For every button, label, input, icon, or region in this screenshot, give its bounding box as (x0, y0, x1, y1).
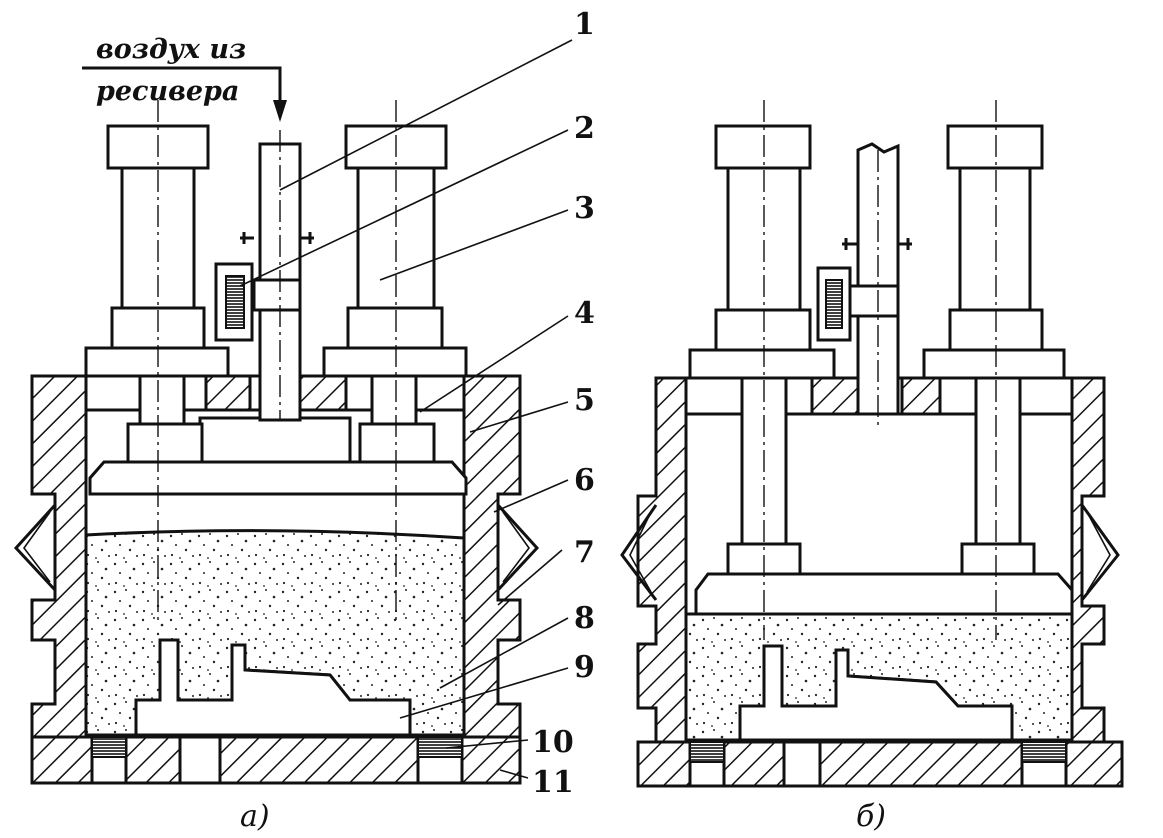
spring-a1 (91, 736, 127, 758)
valve-spring-a (225, 275, 245, 329)
callout-3: 3 (574, 191, 595, 226)
air-pipe-b (856, 142, 900, 416)
valve-seat-b (848, 284, 900, 318)
pattern-a (134, 638, 412, 737)
column-rod-a2 (370, 374, 418, 426)
squeeze-head-a (198, 416, 352, 464)
column-rod-a1 (138, 374, 186, 426)
column-cap-b1 (714, 124, 812, 170)
spring-b3 (1021, 741, 1067, 763)
squeeze-boss-b2 (960, 542, 1036, 576)
air-source-label-line2: ресивера (96, 76, 239, 107)
column-body-b2 (958, 166, 1032, 312)
callout-11: 11 (532, 765, 574, 800)
column-base-a2 (346, 306, 444, 350)
callout-6: 6 (574, 463, 595, 498)
left-clamp-a (13, 503, 57, 592)
squeeze-boss-a1 (126, 422, 204, 464)
air-source-label-line1: воздух из (96, 34, 246, 65)
right-clamp-b (1080, 504, 1120, 601)
column-flange-b2 (922, 348, 1066, 380)
view-a: воздух из ресивера (13, 34, 573, 785)
squeeze-plate-a (88, 460, 468, 496)
column-flange-a2 (322, 346, 468, 378)
column-cap-b2 (946, 124, 1044, 170)
plate-hole-a2 (178, 735, 222, 785)
callout-5: 5 (574, 383, 595, 418)
valve-spring-b (825, 279, 843, 329)
caption-a: а) (240, 799, 270, 834)
plate-hole-b2 (782, 740, 822, 788)
callout-1: 1 (574, 7, 595, 42)
callout-10: 10 (532, 725, 574, 760)
callout-4: 4 (574, 296, 595, 331)
callout-7: 7 (574, 535, 595, 570)
callout-9: 9 (574, 650, 595, 685)
air-arrow-icon (273, 100, 287, 122)
column-flange-b1 (688, 348, 836, 380)
squeeze-plate-b (694, 572, 1074, 616)
valve-seat-a (252, 278, 302, 312)
column-base-b1 (714, 308, 812, 352)
view-b (620, 100, 1124, 788)
column-flange-a1 (84, 346, 230, 378)
left-clamp-b (620, 504, 658, 601)
squeeze-boss-a2 (358, 422, 436, 464)
pattern-b (738, 644, 1014, 742)
right-clamp-a (496, 503, 540, 592)
caption-b: б) (856, 799, 886, 834)
spring-b1 (689, 741, 725, 763)
column-rod-b2 (974, 376, 1022, 546)
callout-8: 8 (574, 601, 595, 636)
air-supply-line (82, 66, 282, 112)
callout-2: 2 (574, 111, 595, 146)
